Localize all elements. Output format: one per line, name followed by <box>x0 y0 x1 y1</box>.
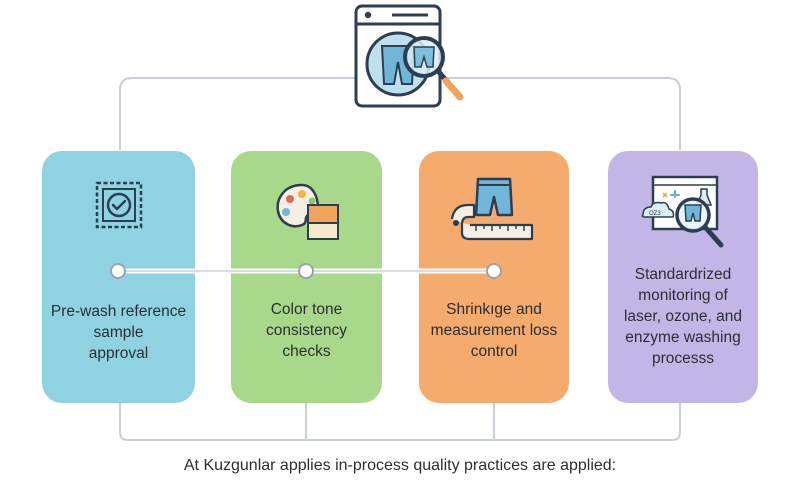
step-label: Standardrized monitoring of laser, ozone… <box>623 266 743 367</box>
approval-stamp-icon <box>95 181 142 229</box>
flow-node-2 <box>298 263 314 279</box>
step-label: Color tone consistency checks <box>266 301 347 360</box>
laser-wash-monitor-icon: OZ3 <box>641 175 724 248</box>
bottom-connector-line <box>119 402 681 441</box>
step-label: Shrinkıge and measurement loss control <box>430 301 558 360</box>
svg-text:OZ3: OZ3 <box>649 211 661 217</box>
shorts-measuring-tape-icon <box>450 177 534 241</box>
step-card-wash-monitoring: OZ3 Standardrized monitoring of laser, o… <box>608 151 758 403</box>
flow-node-3 <box>486 263 502 279</box>
diagram-caption: At Kuzgunlar applies in-process quality … <box>183 457 617 474</box>
step-label: Pre-wash reference sample approval <box>50 303 187 362</box>
flow-node-1 <box>110 263 126 279</box>
washing-machine-magnifier-icon <box>354 4 464 108</box>
color-palette-icon <box>275 183 339 240</box>
